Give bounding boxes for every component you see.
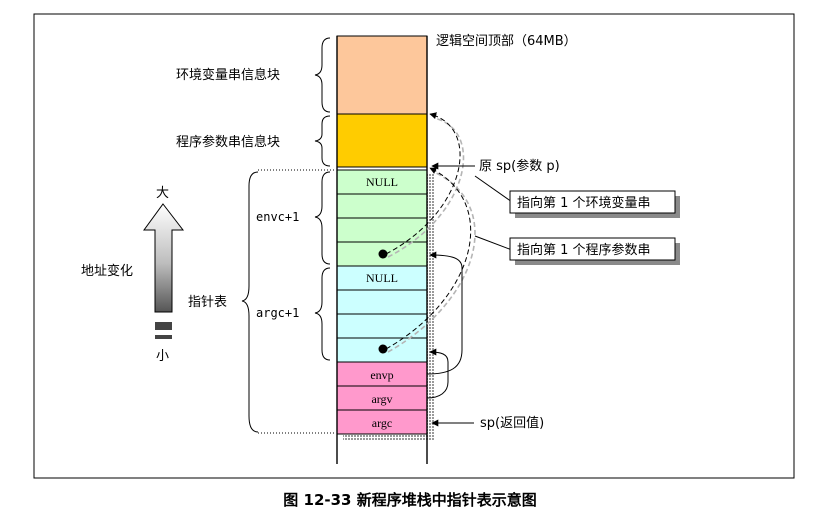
- envp-arrow: [426, 251, 463, 375]
- argc-brace: [314, 267, 331, 361]
- top-of-space-label: 逻辑空间顶部（64MB）: [436, 34, 577, 49]
- arg-block-brace: [314, 115, 331, 167]
- env-block-label: 环境变量串信息块: [176, 67, 280, 83]
- arg-block-label: 程序参数串信息块: [176, 134, 280, 150]
- figure-frame: [33, 13, 795, 479]
- env-ptr-cell: [336, 193, 428, 219]
- argc-cell: [336, 409, 428, 435]
- arg-ptr-cell: [336, 313, 428, 339]
- arg-callout-label: 指向第 1 个程序参数串: [517, 242, 651, 258]
- envc-label: envc+1: [256, 210, 299, 224]
- argv-text: argv: [371, 392, 392, 406]
- arg-first-pointer-dot: [378, 344, 388, 354]
- address-change-label: 地址变化: [81, 263, 133, 279]
- orig-sp-label: 原 sp(参数 p): [479, 158, 560, 174]
- env-pointer-curve: [385, 112, 461, 255]
- pointer-table-label: 指针表: [188, 295, 227, 310]
- env-pointer-cells: [336, 169, 428, 267]
- env-callout-leader: [474, 175, 513, 203]
- env-callout-label: 指向第 1 个环境变量串: [517, 195, 651, 211]
- address-big-label: 大: [156, 186, 169, 201]
- arg-ptr-cell: [336, 289, 428, 315]
- env-null-text: NULL: [366, 175, 398, 189]
- env-string-block: [336, 35, 428, 115]
- env-block-brace: [314, 37, 331, 113]
- argc-text: argc: [372, 416, 392, 430]
- env-pointer-shadow: [387, 117, 465, 258]
- envp-cell: [336, 361, 428, 387]
- env-first-pointer-dot: [378, 249, 388, 259]
- arg-callout-box: [509, 237, 676, 261]
- envp-text: envp: [370, 368, 393, 382]
- figure-caption: 图 12-33 新程序堆栈中指针表示意图: [283, 491, 536, 509]
- arg-pointer-shadow: [387, 171, 476, 353]
- envc-brace: [314, 171, 331, 265]
- address-small-label: 小: [156, 349, 169, 364]
- arrow-tail-bar: [155, 322, 172, 330]
- up-arrow-icon: [143, 203, 185, 313]
- env-null-cell: [336, 169, 428, 195]
- env-callout-box: [509, 190, 676, 214]
- sp-return-label: sp(返回值): [480, 415, 544, 431]
- argv-arrow: [426, 348, 449, 399]
- pointer-table-brace: [241, 171, 259, 433]
- argc-label: argc+1: [256, 306, 299, 320]
- arg-null-text: NULL: [366, 271, 398, 285]
- arrow-tail-bar: [155, 335, 172, 339]
- env-ptr-cell: [336, 217, 428, 243]
- address-direction-arrow: [143, 203, 185, 339]
- arg-callout-leader: [474, 235, 513, 251]
- arg-pointer-curve: [385, 167, 472, 350]
- arg-string-block: [336, 113, 428, 168]
